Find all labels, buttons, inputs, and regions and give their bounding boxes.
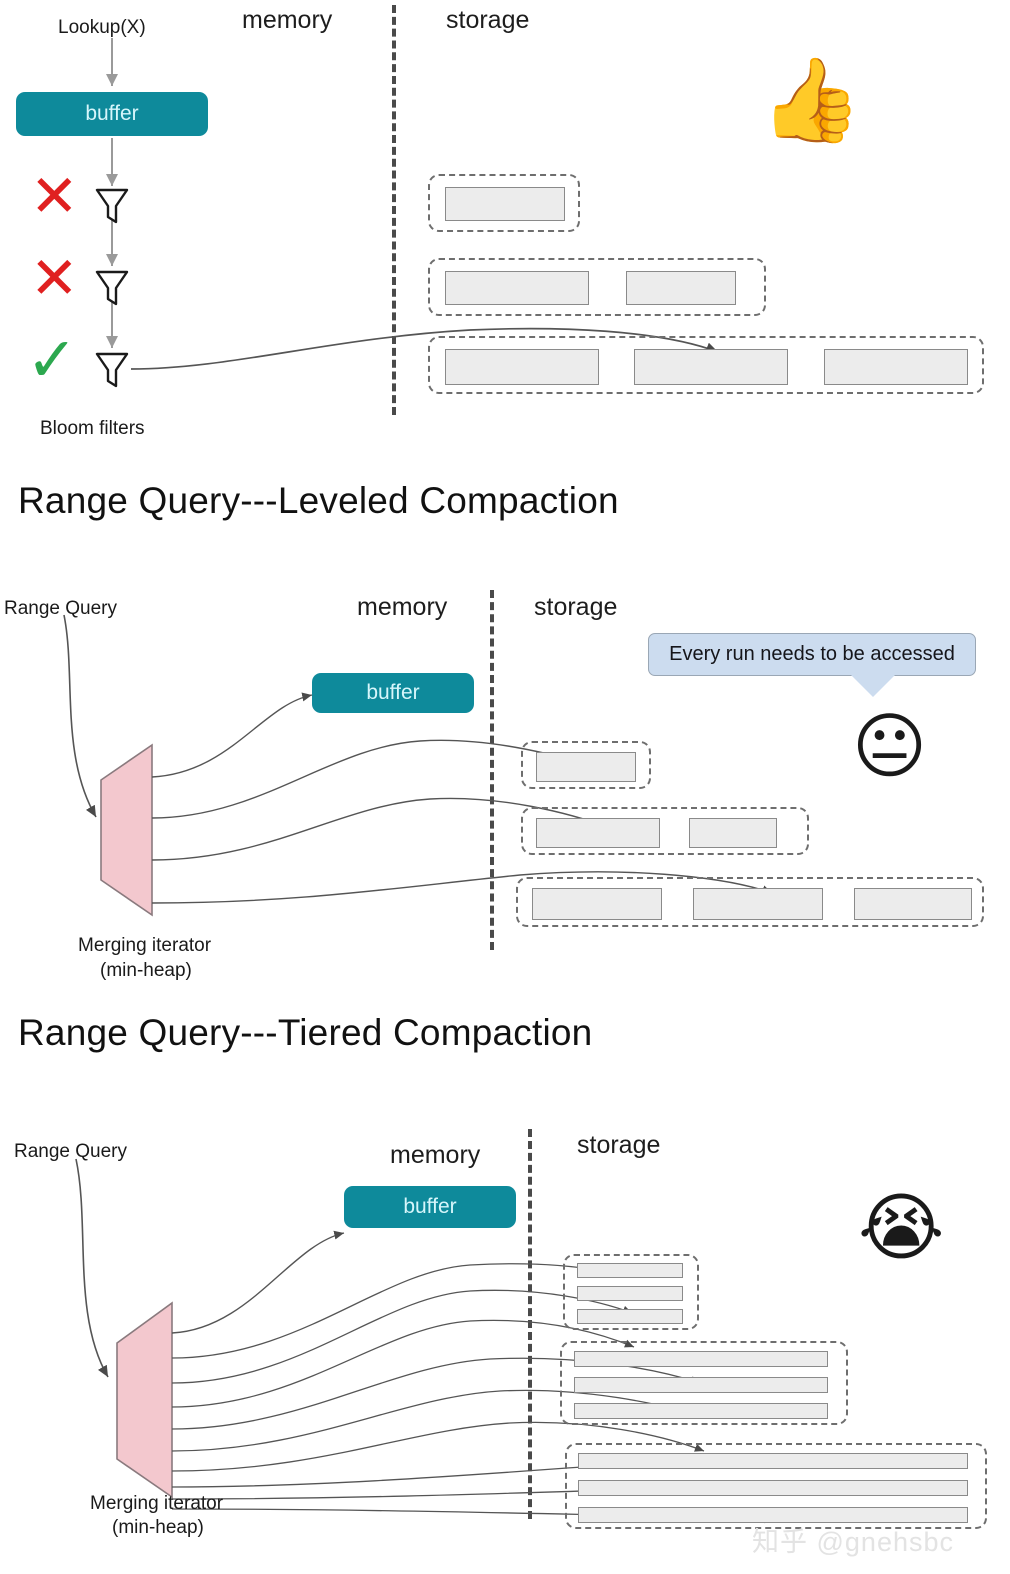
tier-2-box bbox=[560, 1341, 848, 1425]
run bbox=[445, 271, 589, 305]
thumbs-up-emoji: 👍 bbox=[760, 55, 863, 146]
run bbox=[634, 349, 788, 385]
run bbox=[578, 1507, 968, 1523]
panel1-vector-layer bbox=[95, 38, 719, 388]
run bbox=[536, 752, 636, 782]
run bbox=[693, 888, 823, 920]
merging-iterator-label-3a: Merging iterator bbox=[90, 1493, 224, 1514]
merging-iterator-label-3b: (min-heap) bbox=[112, 1517, 204, 1538]
bloom-miss-mark-2: ✕ bbox=[30, 246, 79, 311]
level-3-box-2 bbox=[516, 877, 984, 927]
level-1-box bbox=[428, 174, 580, 232]
panel-range-query-tiered: Range Query memory storage buffer 😭 bbox=[0, 1115, 1010, 1574]
level-3-box bbox=[428, 336, 984, 394]
run bbox=[574, 1403, 828, 1419]
watermark: 知乎 @gnehsbc bbox=[752, 1527, 954, 1557]
run bbox=[445, 187, 565, 221]
range-query-label-3: Range Query bbox=[14, 1141, 128, 1162]
memory-header-3: memory bbox=[390, 1141, 481, 1169]
run bbox=[689, 818, 777, 848]
merging-iterator-label-2a: Merging iterator bbox=[78, 935, 212, 956]
run bbox=[824, 349, 968, 385]
panel2-vector-layer bbox=[63, 614, 773, 917]
run bbox=[577, 1309, 683, 1324]
panel-range-query-leveled: Range Query memory storage buffer Every … bbox=[0, 575, 1010, 985]
storage-header-3: storage bbox=[577, 1131, 661, 1159]
memory-storage-divider bbox=[392, 5, 396, 415]
memory-header: memory bbox=[242, 6, 333, 34]
run bbox=[578, 1453, 968, 1469]
merging-iterator-label-2b: (min-heap) bbox=[100, 960, 192, 981]
callout-every-run: Every run needs to be accessed bbox=[648, 633, 976, 697]
run bbox=[577, 1286, 683, 1301]
section-title-tiered: Range Query---Tiered Compaction bbox=[18, 1012, 593, 1053]
neutral-face-emoji: 😐 bbox=[852, 707, 928, 787]
buffer-box-2: buffer bbox=[312, 673, 474, 713]
run bbox=[574, 1377, 828, 1393]
buffer-box-1: buffer bbox=[16, 92, 208, 136]
run bbox=[578, 1480, 968, 1496]
level-2-box-2 bbox=[521, 807, 809, 855]
bloom-hit-mark: ✓ bbox=[26, 326, 78, 395]
bloom-miss-mark-1: ✕ bbox=[30, 164, 79, 229]
tier-3-box bbox=[565, 1443, 987, 1529]
run bbox=[577, 1263, 683, 1278]
storage-header-2: storage bbox=[534, 593, 618, 621]
memory-storage-divider-3 bbox=[528, 1129, 532, 1519]
tier-1-box bbox=[563, 1254, 699, 1330]
lookup-query-label: Lookup(X) bbox=[58, 17, 146, 38]
run bbox=[626, 271, 736, 305]
section-title-leveled: Range Query---Leveled Compaction bbox=[18, 480, 619, 521]
level-1-box-2 bbox=[521, 741, 651, 789]
bloom-filters-label: Bloom filters bbox=[40, 418, 145, 439]
buffer-box-3: buffer bbox=[344, 1186, 516, 1228]
run bbox=[854, 888, 972, 920]
memory-header-2: memory bbox=[357, 593, 448, 621]
memory-storage-divider-2 bbox=[490, 590, 494, 950]
run bbox=[532, 888, 662, 920]
storage-header: storage bbox=[446, 6, 530, 34]
run bbox=[574, 1351, 828, 1367]
range-query-label-2: Range Query bbox=[4, 598, 118, 619]
loudly-crying-emoji: 😭 bbox=[858, 1186, 945, 1269]
panel-point-lookup: Lookup(X) memory storage buffer ✕ ✕ ✓ B bbox=[0, 0, 1010, 460]
run bbox=[445, 349, 599, 385]
level-2-box bbox=[428, 258, 766, 316]
run bbox=[536, 818, 660, 848]
